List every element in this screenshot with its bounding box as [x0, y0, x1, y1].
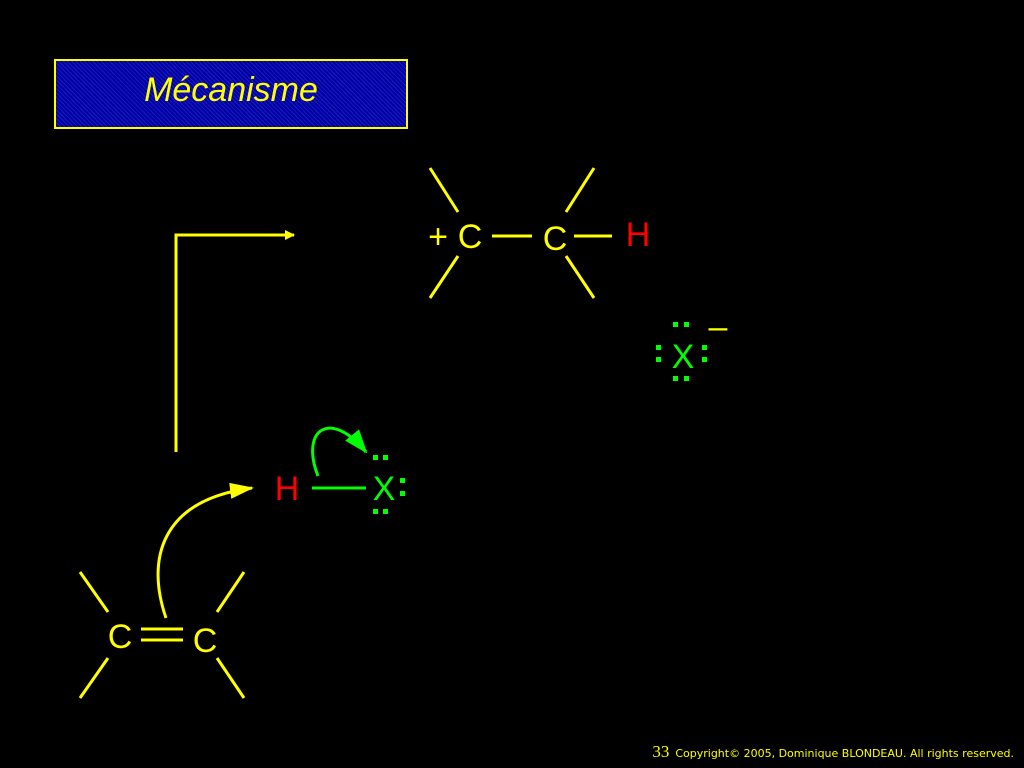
- cation-carbon-left: C: [458, 218, 483, 256]
- hx-lone-pairs: [373, 455, 405, 514]
- slide-title: Mécanisme: [144, 70, 318, 109]
- bond-cleavage-arrow: [311, 426, 368, 477]
- footer: 33 Copyright© 2005, Dominique BLONDEAU. A…: [652, 742, 1014, 762]
- halide-anion: X –: [656, 308, 728, 381]
- cation-bond-upper-left: [428, 167, 460, 213]
- cation-carbon-right: C: [543, 220, 568, 258]
- cation-bond-lower-right: [564, 255, 596, 299]
- positive-charge: +: [428, 218, 448, 256]
- alkene-bond-upper-left: [78, 571, 110, 613]
- alkene-molecule: C C: [78, 482, 254, 699]
- cation-bond-lower-left: [428, 255, 460, 299]
- hx-molecule: H X: [275, 426, 405, 514]
- alkene-carbon-right: C: [193, 622, 218, 660]
- page-number: 33: [652, 742, 670, 761]
- cation-hydrogen: H: [626, 216, 651, 254]
- hx-hydrogen: H: [275, 470, 300, 508]
- pi-electron-arrow: [156, 482, 254, 619]
- copyright-notice: Copyright© 2005, Dominique BLONDEAU. All…: [675, 747, 1014, 760]
- carbocation-molecule: + C C H: [428, 167, 651, 299]
- alkene-bond-upper-right: [215, 571, 246, 613]
- alkene-bond-lower-left: [78, 657, 110, 699]
- negative-charge: –: [709, 308, 728, 346]
- title-box: Mécanisme: [54, 59, 408, 129]
- reaction-arrow: [174, 230, 295, 452]
- cation-bond-upper-right: [564, 167, 596, 213]
- alkene-carbon-left: C: [108, 618, 133, 656]
- halide-atom: X: [672, 338, 695, 376]
- hx-halogen: X: [373, 470, 396, 508]
- halide-lone-pairs: [656, 322, 707, 381]
- alkene-bond-lower-right: [215, 657, 246, 699]
